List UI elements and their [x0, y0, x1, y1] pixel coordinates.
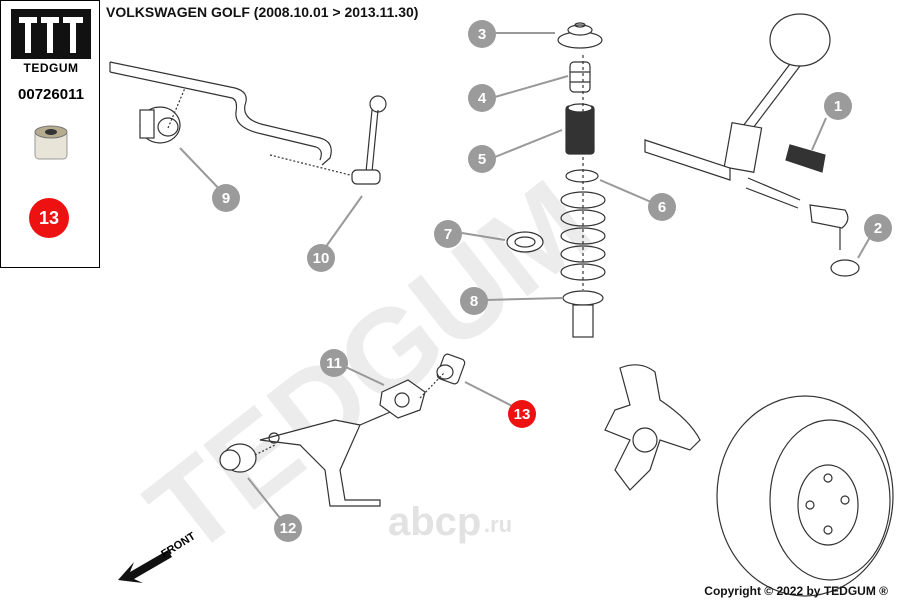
- upper-spring-seat: [565, 169, 599, 183]
- callout-3[interactable]: 3: [468, 20, 496, 48]
- watermark-abcp: abcp: [388, 500, 482, 544]
- steering-knuckle: [604, 364, 701, 491]
- bushing-thumbnail: [34, 125, 68, 160]
- logo-text: TEDGUM: [23, 61, 79, 75]
- shock-absorber: [572, 304, 594, 338]
- callout-5[interactable]: 5: [468, 145, 496, 173]
- tedgum-logo-icon: ®: [11, 9, 91, 59]
- copyright-text: Copyright © 2022 by TEDGUM ®: [704, 584, 888, 598]
- callout-12[interactable]: 12: [274, 514, 302, 542]
- lower-spring-seat: [562, 290, 604, 306]
- svg-text:®: ®: [85, 11, 90, 18]
- callout-4[interactable]: 4: [468, 84, 496, 112]
- callout-2[interactable]: 2: [864, 214, 892, 242]
- callout-7[interactable]: 7: [434, 220, 462, 248]
- callout-8[interactable]: 8: [460, 287, 488, 315]
- watermark-abcp-suffix: .ru: [484, 512, 513, 537]
- callout-9[interactable]: 9: [212, 184, 240, 212]
- strut-bearing: [506, 231, 544, 253]
- control-arm-bracket: [379, 379, 426, 419]
- part-badge: 13: [29, 198, 69, 238]
- strut-top-mount: [557, 22, 603, 49]
- callout-11[interactable]: 11: [320, 349, 348, 377]
- tie-rod-end: [809, 204, 860, 277]
- callout-6[interactable]: 6: [648, 193, 676, 221]
- stabilizer-link: [351, 95, 387, 185]
- steering-assembly: [644, 13, 831, 209]
- stabilizer-bushing: [139, 106, 181, 144]
- lower-control-arm: [259, 409, 396, 507]
- stabilizer-bar: [109, 61, 332, 166]
- control-arm-bushing-front: [219, 443, 257, 473]
- wheel: [716, 395, 894, 597]
- callout-1[interactable]: 1: [824, 92, 852, 120]
- part-number: 00726011: [18, 86, 84, 103]
- front-arrow: [118, 550, 172, 583]
- part-info-panel: ® TEDGUM 00726011 13: [0, 0, 100, 268]
- callout-10[interactable]: 10: [307, 244, 335, 272]
- control-arm-bushing-rear: [436, 353, 466, 385]
- bump-stop: [569, 61, 591, 93]
- callout-13[interactable]: 13: [508, 400, 536, 428]
- dust-boot: [565, 103, 595, 155]
- steering-rack-boot: [785, 144, 826, 173]
- page-title: VOLKSWAGEN GOLF (2008.10.01 > 2013.11.30…: [106, 4, 419, 20]
- watermark-text: TEDGUM: [124, 155, 616, 581]
